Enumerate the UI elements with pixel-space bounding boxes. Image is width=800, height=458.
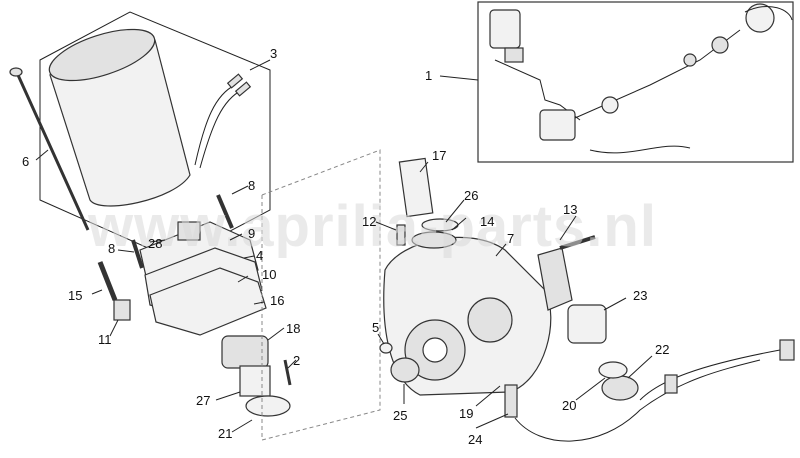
callout-2: 2 xyxy=(293,353,300,368)
callout-11: 11 xyxy=(98,332,112,347)
callout-17: 17 xyxy=(432,148,446,163)
gasket-stack xyxy=(139,221,267,336)
callout-19: 19 xyxy=(459,406,473,421)
callout-10: 10 xyxy=(262,267,276,282)
long-bolt xyxy=(9,67,90,231)
callout-13: 13 xyxy=(563,202,577,217)
starter-motor xyxy=(48,28,252,207)
leader-lines xyxy=(35,59,653,433)
callout-9: 9 xyxy=(248,226,255,241)
callout-22: 22 xyxy=(655,342,669,357)
nut-and-plug xyxy=(379,342,420,383)
sensor-wiring xyxy=(504,339,795,442)
callout-7: 7 xyxy=(507,231,514,246)
callout-15: 15 xyxy=(68,288,82,303)
watermark-text: www.aprilia-parts.nl xyxy=(87,194,657,259)
callout-5: 5 xyxy=(372,320,379,335)
drive-gear xyxy=(221,335,292,417)
callout-3: 3 xyxy=(270,46,277,61)
callout-24: 24 xyxy=(468,432,482,447)
center-dashed-outline xyxy=(261,149,381,441)
callout-labels: 1 2 3 4 5 6 7 8 8 9 10 11 12 13 14 15 16… xyxy=(22,46,669,447)
callout-25: 25 xyxy=(393,408,407,423)
callout-23: 23 xyxy=(633,288,647,303)
assembly-overview-inset xyxy=(477,1,794,163)
shaft-assembly xyxy=(396,157,459,249)
callout-27: 27 xyxy=(196,393,210,408)
callout-18: 18 xyxy=(286,321,300,336)
callout-4: 4 xyxy=(256,248,263,263)
left-group-outline xyxy=(39,11,271,261)
callout-20: 20 xyxy=(562,398,576,413)
callout-26: 26 xyxy=(464,188,478,203)
callout-8a: 8 xyxy=(248,178,255,193)
callout-16: 16 xyxy=(270,293,284,308)
filter-cap xyxy=(598,361,639,401)
callout-8b: 8 xyxy=(108,241,115,256)
pump-housing xyxy=(383,236,552,396)
small-bolts xyxy=(97,194,234,321)
side-cover xyxy=(537,235,607,344)
callout-12: 12 xyxy=(362,214,376,229)
callout-21: 21 xyxy=(218,426,232,441)
callout-28: 28 xyxy=(148,236,162,251)
callout-6: 6 xyxy=(22,154,29,169)
callout-14: 14 xyxy=(480,214,494,229)
callout-1: 1 xyxy=(425,68,432,83)
